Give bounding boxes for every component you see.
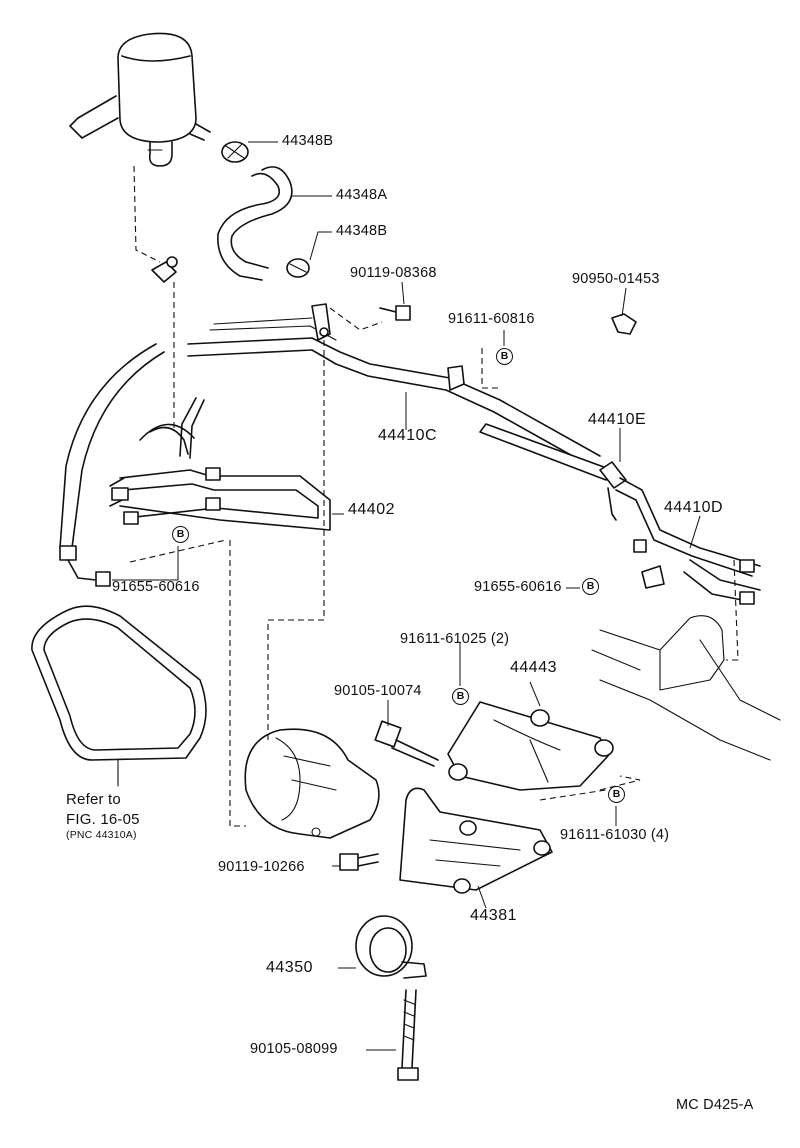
drive-belt-drawing [31,605,207,787]
figure-code: MC D425-A [676,1097,754,1113]
pressure-tube-drawing [187,317,761,605]
label-44350: 44350 [266,959,313,976]
refer-line-2: FIG. 16-05 [66,811,140,828]
reservoir-hose-drawing [217,166,293,281]
b-mark-60616-right: B [582,578,599,595]
label-91655-60616-right: 91655-60616 [474,579,562,595]
bolt-90119-10266-drawing [339,853,379,871]
label-91655-60616-left: 91655-60616 [112,579,200,595]
label-44410c: 44410C [378,427,438,444]
power-steering-pump-drawing [244,728,380,839]
label-91611-60816: 91611-60816 [448,311,535,327]
label-44348a: 44348A [336,187,388,203]
bracket-44381-drawing [399,787,553,894]
bolt-90119-08368-drawing [379,305,411,321]
label-44443: 44443 [510,659,557,676]
label-90119-08368: 90119-08368 [350,265,437,281]
hose-clamp-lower-drawing [286,258,310,278]
label-90105-08099: 90105-08099 [250,1041,338,1057]
bolt-90105-10074-drawing [374,720,439,767]
label-91611-61025: 91611-61025 (2) [400,631,510,647]
b-mark-60616-left: B [172,526,189,543]
pulley-44350-drawing [355,915,427,979]
bolt-90105-08099-drawing [397,989,419,1081]
label-44410e: 44410E [588,411,647,428]
label-44410d: 44410D [664,499,724,516]
reservoir-tank-drawing [69,32,211,167]
label-90119-10266: 90119-10266 [218,859,305,875]
refer-line-1: Refer to [66,791,121,808]
tube-clip-drawing [311,303,665,589]
pump-tube-loop-drawing [109,397,331,531]
b-mark-61030: B [608,786,625,803]
steering-gear-drawing [591,615,781,761]
label-44402: 44402 [348,501,395,518]
label-90950-01453: 90950-01453 [572,271,660,287]
reservoir-fitting-drawing [151,256,178,283]
label-44381: 44381 [470,907,517,924]
leader-lines [112,141,701,1051]
label-90105-10074: 90105-10074 [334,683,422,699]
refer-pnc: (PNC 44310A) [66,829,137,841]
dashed-assembly-lines [129,165,739,827]
label-91611-61030: 91611-61030 (4) [560,827,670,843]
return-hose-drawing [59,343,165,587]
b-mark-60816: B [496,348,513,365]
label-44348b-top: 44348B [282,133,334,149]
bracket-44443-drawing [447,701,614,791]
hose-clamp-top-drawing [221,141,249,163]
label-44348b-lower: 44348B [336,223,388,239]
clip-90950-01453-drawing [611,313,637,335]
b-mark-61025: B [452,688,469,705]
